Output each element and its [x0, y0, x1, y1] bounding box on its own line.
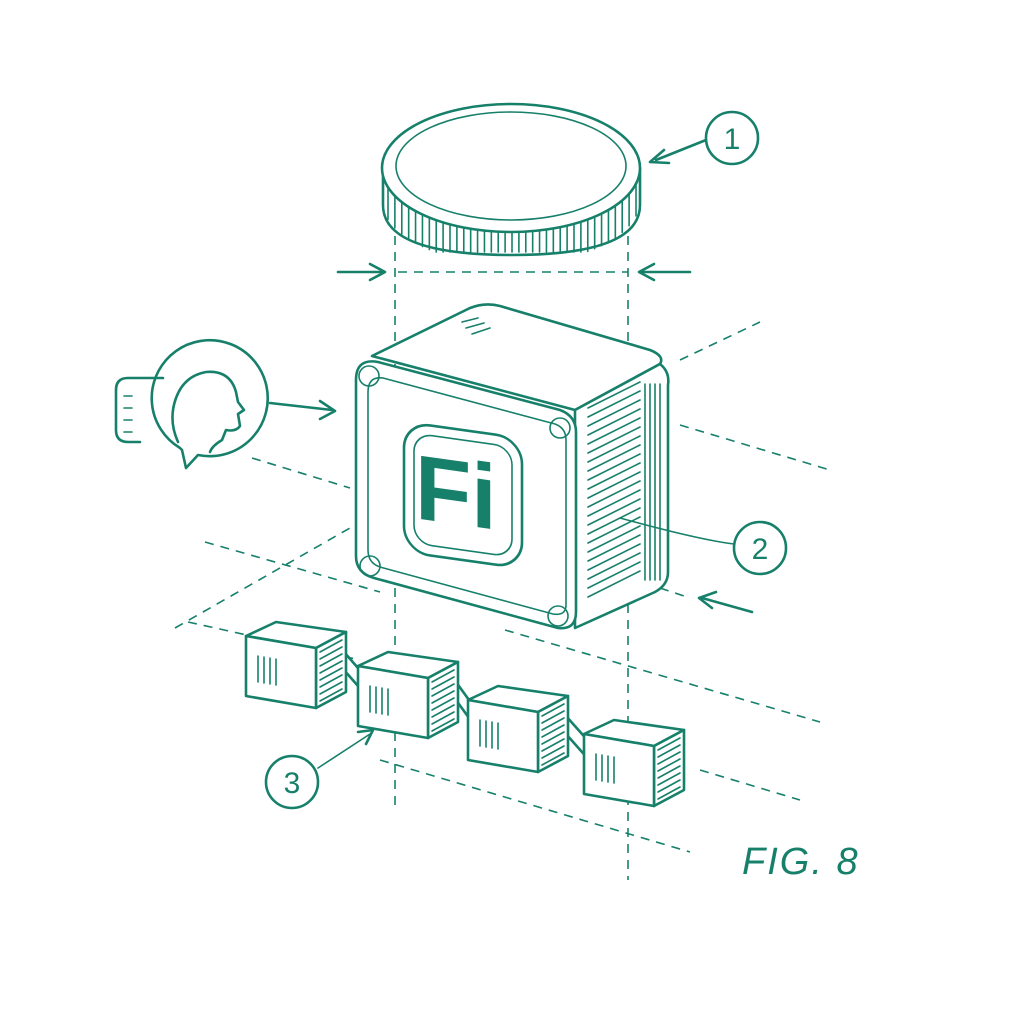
hatch-line	[587, 426, 641, 454]
hatch-line	[587, 435, 641, 463]
chain-block	[466, 684, 570, 774]
hatch-line	[587, 570, 641, 598]
cube-side-hatching	[587, 381, 661, 598]
hatch-line	[587, 552, 641, 580]
callout-2: 2	[619, 517, 788, 576]
figure-label: FIG. 8	[742, 841, 860, 883]
callout-3: 3	[264, 728, 375, 810]
fi-logo-text: Fi	[415, 435, 497, 550]
hatch-line	[587, 561, 641, 589]
hatch-line	[587, 534, 641, 562]
callout-1-number: 1	[724, 123, 741, 156]
user-chat-icon	[114, 338, 269, 470]
hatch-line	[587, 489, 641, 517]
hatch-line	[587, 471, 641, 499]
hatch-line	[587, 390, 641, 418]
hatch-line	[587, 543, 641, 571]
hatch-line	[587, 417, 641, 445]
fi-logo-cube: Fi	[354, 303, 670, 630]
blockchain-icon	[244, 620, 686, 808]
coin-icon	[380, 102, 642, 257]
coin-edge-ridges	[387, 183, 637, 253]
callout-1: 1	[648, 110, 760, 166]
hatch-line	[587, 381, 641, 409]
hatch-line	[587, 453, 641, 481]
chain-block	[356, 650, 460, 740]
hatch-line	[587, 399, 641, 427]
dimension-arrows	[336, 262, 692, 282]
hatch-line	[587, 507, 641, 535]
input-arrow	[268, 399, 337, 421]
hatch-line	[587, 462, 641, 490]
hatch-line	[587, 408, 641, 436]
hatch-line	[587, 480, 641, 508]
callout-2-number: 2	[752, 533, 769, 566]
chain-block	[582, 718, 686, 808]
side-arrow	[697, 590, 754, 614]
chain-block	[244, 620, 348, 710]
callout-3-number: 3	[284, 767, 301, 800]
hatch-line	[587, 498, 641, 526]
hatch-line	[587, 525, 641, 553]
hatch-line	[587, 444, 641, 472]
